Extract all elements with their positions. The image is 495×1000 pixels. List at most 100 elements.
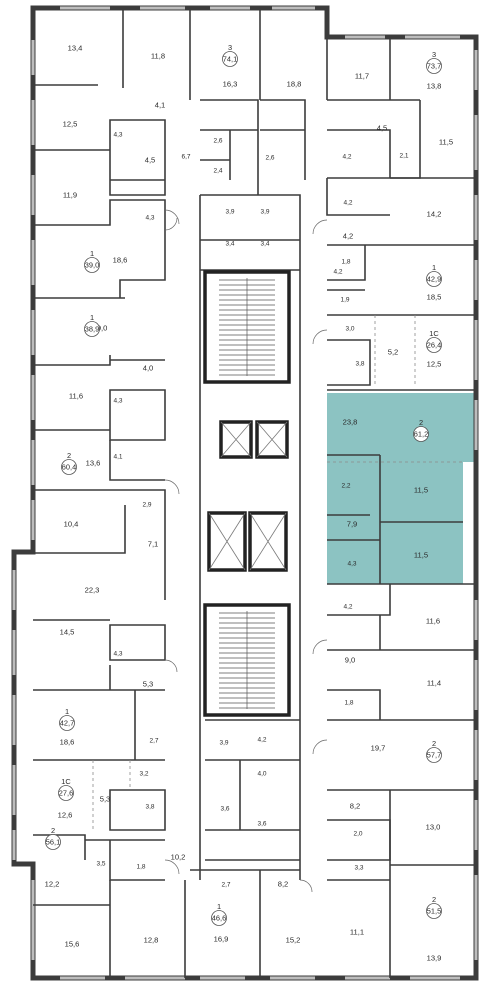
room-area-label: 4,1: [155, 101, 166, 110]
room-area-label: 11,9: [63, 191, 77, 200]
room-area-label: 4,2: [333, 269, 342, 276]
room-area-label: 1,8: [136, 864, 145, 871]
room-area-label: 8,2: [278, 880, 289, 889]
apartment-rooms-label: 1: [217, 902, 221, 911]
room-area-label: 6,7: [181, 154, 190, 161]
apartment-badge[interactable]: 139,0: [84, 249, 100, 273]
room-area-label: 1,8: [341, 259, 350, 266]
apartment-total-area-label: 73,7: [427, 62, 441, 71]
apartment-badge[interactable]: 260,4: [61, 451, 77, 475]
apartment-badge[interactable]: 138,9: [84, 313, 100, 337]
room-area-label: 7,1: [148, 540, 159, 549]
room-area-label: 13,9: [427, 954, 442, 963]
room-area-label: 11,4: [427, 679, 441, 688]
apartment-total-area-label: 39,0: [85, 261, 99, 270]
room-area-label: 4,2: [257, 737, 266, 744]
apartment-badge[interactable]: 1С 26,4: [426, 329, 442, 353]
room-area-label: 2,7: [149, 738, 158, 745]
apartment-total-ring: [413, 426, 429, 442]
room-area-label: 4,2: [343, 200, 352, 207]
room-area-label: 12,5: [427, 360, 442, 369]
room-area-label: 3,5: [96, 861, 105, 868]
room-area-label: 4,3: [113, 398, 122, 405]
room-area-label: 2,6: [265, 155, 274, 162]
apartment-rooms-label: 2: [432, 739, 436, 748]
room-area-label: 1,8: [344, 700, 353, 707]
room-area-label: 16,3: [223, 80, 238, 89]
room-area-label: 4,5: [377, 124, 388, 133]
room-area-label: 4,3: [113, 132, 122, 139]
room-area-label: 13,8: [427, 82, 442, 91]
apartment-rooms-label: 2: [419, 418, 423, 427]
apartment-badge[interactable]: 374,1: [222, 43, 238, 67]
apartment-badge[interactable]: 142,9: [426, 263, 442, 287]
apartment-badge[interactable]: 142,7: [59, 707, 75, 731]
room-area-label: 9,0: [345, 656, 356, 665]
room-area-label: 5,3: [100, 795, 111, 804]
room-area-label: 1,9: [340, 297, 349, 304]
room-area-label: 3,4: [260, 241, 269, 248]
room-area-label: 3,8: [355, 361, 364, 368]
room-area-label: 3,6: [220, 806, 229, 813]
room-area-label: 3,0: [345, 326, 354, 333]
apartment-rooms-label: 1С: [429, 329, 439, 338]
selected-apartment-fill[interactable]: [327, 393, 476, 584]
apartment-total-area-label: 26,4: [427, 341, 441, 350]
apartment-total-ring: [426, 337, 442, 353]
room-area-label: 2,0: [353, 831, 362, 838]
apartment-badge[interactable]: 146,6: [211, 902, 227, 926]
apartment-rooms-label: 1: [432, 263, 436, 272]
room-area-label: 2,2: [341, 483, 350, 490]
room-area-label: 10,2: [171, 853, 186, 862]
apartment-rooms-label: 2: [432, 895, 436, 904]
apartment-badge[interactable]: 373,7: [426, 50, 442, 74]
apartment-total-area-label: 42,9: [427, 275, 441, 284]
room-area-label: 19,7: [371, 744, 386, 753]
apartment-total-area-label: 60,4: [62, 463, 76, 472]
apartment-badge[interactable]: 257,7: [426, 739, 442, 763]
room-area-label: 11,6: [426, 617, 440, 626]
apartment-total-area-label: 57,7: [427, 751, 441, 760]
apartment-total-ring: [426, 271, 442, 287]
room-area-label: 13,6: [86, 459, 101, 468]
apartment-rooms-label: 1С: [61, 777, 71, 786]
room-area-label: 13,0: [426, 823, 441, 832]
room-area-label: 11,5: [414, 486, 428, 495]
room-area-label: 4,1: [113, 454, 122, 461]
room-area-label: 4,0: [143, 364, 154, 373]
apartment-total-area-label: 38,9: [85, 325, 99, 334]
apartment-badge[interactable]: 251,5: [426, 895, 442, 919]
apartment-total-ring: [426, 747, 442, 763]
apartment-total-ring: [59, 715, 75, 731]
room-area-label: 18,5: [427, 293, 442, 302]
room-area-label: 4,5: [145, 156, 156, 165]
apartment-badge[interactable]: 256,1: [45, 826, 61, 850]
room-area-label: 11,1: [350, 928, 364, 937]
apartment-total-ring: [426, 903, 442, 919]
stairwell-icon: [203, 270, 291, 717]
room-area-label: 5,3: [143, 680, 154, 689]
room-area-label: 23,8: [343, 418, 358, 427]
apartment-total-ring: [84, 321, 100, 337]
room-area-label: 18,6: [113, 256, 128, 265]
room-area-label: 18,8: [287, 80, 302, 89]
apartment-total-ring: [58, 785, 74, 801]
apartment-rooms-label: 2: [67, 451, 71, 460]
room-area-label: 2,7: [221, 882, 230, 889]
apartment-total-area-label: 74,1: [223, 55, 237, 64]
room-area-label: 4,3: [347, 561, 356, 568]
apartment-badge[interactable]: 261,2: [413, 418, 429, 442]
room-area-label: 14,5: [60, 628, 75, 637]
room-area-label: 11,8: [151, 52, 165, 61]
apartment-rooms-label: 3: [228, 43, 232, 52]
room-area-label: 15,6: [65, 940, 80, 949]
interior-walls: [33, 10, 476, 978]
room-area-label: 2,6: [213, 138, 222, 145]
room-area-label: 11,5: [439, 138, 453, 147]
facade-windows: [12, 6, 478, 980]
apartment-rooms-label: 1: [65, 707, 69, 716]
apartment-total-area-label: 61,2: [414, 430, 428, 439]
